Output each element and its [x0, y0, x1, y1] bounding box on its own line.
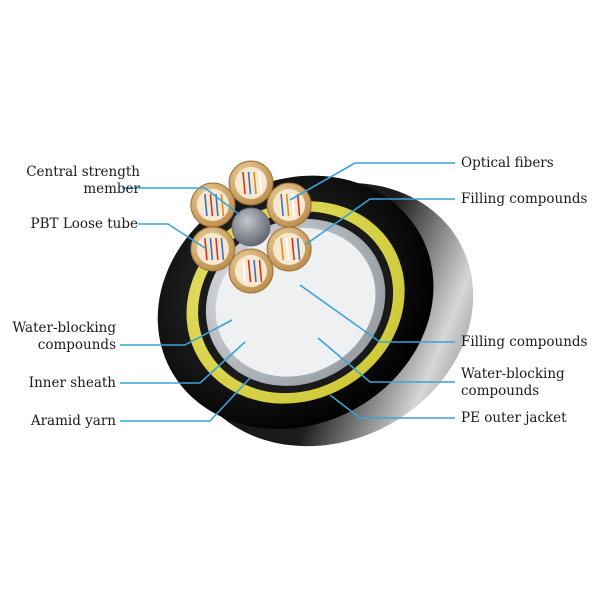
label-central-strength-member-line2: member [83, 181, 140, 197]
optical-fiber [242, 259, 246, 283]
label-central-strength-member-line1: Central strength [26, 164, 140, 180]
label-aramid-yarn: Aramid yarn [30, 413, 116, 429]
optical-fiber [253, 171, 257, 195]
optical-fiber [285, 237, 290, 261]
loose-tube [266, 226, 312, 272]
loose-tube [228, 248, 274, 294]
label-water-blocking-right-line2: compounds [461, 383, 540, 399]
optical-fiber [280, 237, 284, 261]
label-water-blocking-left-line2: compounds [37, 337, 116, 353]
leader-water-blocking-left [120, 319, 233, 346]
loose-tube [190, 182, 236, 228]
optical-fiber [291, 237, 295, 261]
optical-fiber [204, 237, 208, 261]
optical-fiber [291, 193, 295, 217]
cable-face [157, 175, 434, 430]
leader-pbt-loose-tube [138, 223, 206, 249]
label-central-strength-member: Central strength member [0, 164, 140, 198]
optical-fiber [209, 237, 214, 261]
optical-fiber [253, 259, 257, 283]
optical-fiber [258, 171, 263, 195]
label-inner-sheath: Inner sheath [28, 375, 116, 391]
optical-fiber [242, 171, 246, 195]
leader-optical-fibers [289, 162, 455, 201]
loose-tube [190, 226, 236, 272]
optical-fiber [215, 237, 219, 261]
optical-fiber [285, 193, 290, 217]
optical-fiber [204, 193, 208, 217]
leader-filling-top [304, 198, 455, 246]
label-filling-compounds-top: Filling compounds [461, 191, 588, 207]
optical-fiber [220, 237, 225, 261]
label-filling-compounds-mid: Filling compounds [461, 334, 588, 350]
optical-fiber [209, 193, 214, 217]
label-pe-outer-jacket: PE outer jacket [461, 410, 567, 426]
loose-tube [228, 160, 274, 206]
label-water-blocking-left: Water-blocking compounds [0, 320, 116, 354]
leader-lines [120, 162, 455, 422]
label-water-blocking-right-line1: Water-blocking [461, 366, 565, 382]
leader-water-blocking-right [317, 337, 455, 383]
central-strength-member [231, 207, 271, 247]
leader-aramid-yarn [120, 377, 251, 422]
optical-fiber [247, 259, 252, 283]
leader-pe-outer-jacket [329, 394, 455, 419]
loose-tube [266, 182, 312, 228]
pbt-loose-tubes [190, 160, 312, 294]
label-pbt-loose-tube: PBT Loose tube [30, 216, 138, 232]
leader-central-strength-member [122, 187, 241, 216]
optical-fiber [296, 193, 301, 217]
optical-fiber [258, 259, 263, 283]
label-water-blocking-right: Water-blocking compounds [461, 366, 565, 400]
label-water-blocking-left-line1: Water-blocking [12, 320, 116, 336]
optical-fiber [280, 193, 284, 217]
label-optical-fibers: Optical fibers [461, 155, 554, 171]
optical-fiber [247, 171, 252, 195]
optical-fiber [220, 193, 225, 217]
leader-filling-mid [299, 284, 455, 343]
optical-fiber [296, 237, 301, 261]
leader-inner-sheath [120, 341, 246, 384]
